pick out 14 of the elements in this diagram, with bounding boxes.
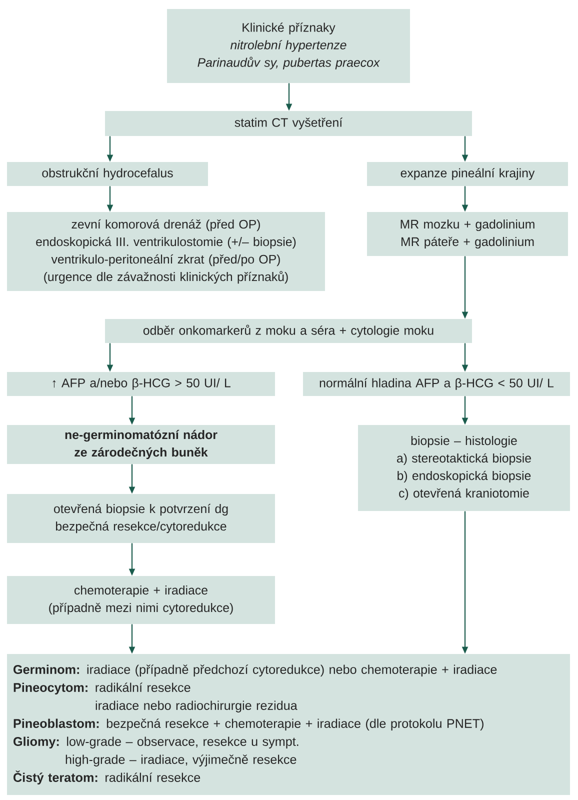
process-box: ↑ AFP a/nebo β-HCG > 50 UI/ L — [7, 372, 275, 396]
process-box: statim CT vyšetření — [105, 111, 472, 136]
summary-box: Germinom: iradiace (případně předchozí cytoredukce) nebo chemoterapie + iradiace Pineocytom: radikální resekce iradiace nebo radiochirurgie rezidua Pineoblastom: bezpečná resekce + chemoterapie + iradiace (dle protokolu PNET) Gliomy: low-grade – observace, resekce u sympt. high-grade – iradiace, výjimečně resekce Čistý teratom: radikální resekce — [7, 654, 570, 795]
process-box: expanze pineální krajiny — [367, 162, 568, 186]
process-box: MR mozku + gadolinium MR páteře + gadolinium — [367, 212, 568, 256]
process-box: zevní komorová drenáž (před OP) endoskopická III. ventrikulostomie (+/– biopsie) ventrikulo-peritoneální zkrat (před/po OP) (urgence dle závažnosti klinických příznaků) — [7, 212, 325, 291]
process-box: normální hladina AFP a β-HCG < 50 UI/ L — [303, 372, 570, 396]
process-box: Klinické příznaky nitrolební hypertenze Parinaudův sy, pubertas praecox — [167, 9, 410, 83]
process-box: ne-germinomatózní nádor ze zárodečných buněk — [7, 425, 275, 464]
process-box: biopsie – histologie a) stereotaktická biopsie b) endoskopická biopsie c) otevřená kraniotomie — [358, 425, 570, 511]
process-box: chemoterapie + iradiace (případně mezi nimi cytoredukce) — [7, 576, 275, 624]
process-box: odběr onkomarkerů z moku a séra + cytologie moku — [105, 319, 472, 343]
process-box: otevřená biopsie k potvrzení dg bezpečná resekce/cytoredukce — [7, 494, 275, 543]
process-box: obstrukční hydrocefalus — [7, 162, 208, 186]
